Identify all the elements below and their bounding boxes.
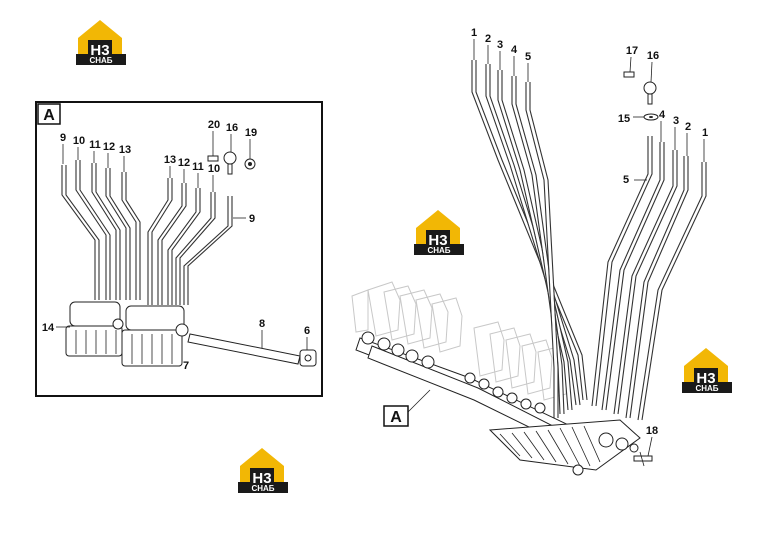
callout: 20	[208, 119, 220, 131]
view-label: A	[390, 409, 402, 426]
callout: 4	[659, 109, 666, 121]
callout: 3	[497, 39, 503, 51]
inset-rods-left	[61, 160, 141, 300]
callout: 17	[626, 45, 638, 57]
callout: 18	[646, 425, 658, 437]
ball-joint-parts	[207, 151, 256, 175]
callout: 16	[647, 50, 659, 62]
view-a-marker: A	[383, 389, 431, 427]
brand-logo: H3 СНАБ	[76, 20, 126, 65]
main-assembly: A 1 2 3 4 5 17 16 15 4 3 2 1	[351, 27, 708, 476]
logo-top-text: H3	[252, 470, 271, 487]
brand-logo: H3 СНАБ	[414, 210, 464, 255]
inset-rods-right	[147, 178, 233, 305]
callout: 11	[192, 161, 204, 173]
logo-bottom-text: СНАБ	[427, 246, 450, 255]
callout: 14	[42, 322, 55, 334]
lever-block-right	[121, 305, 189, 367]
callout: 10	[208, 163, 220, 175]
callout: 1	[702, 127, 708, 139]
callout: 2	[685, 121, 691, 133]
pin-part	[633, 451, 653, 467]
callout: 5	[525, 51, 531, 63]
callout: 10	[73, 135, 85, 147]
inset-callouts: 9 10 11 12 13 13 12 11 10 9 20 16 19	[42, 119, 310, 372]
callout: 13	[164, 154, 176, 166]
callout: 16	[226, 122, 238, 134]
inset-label: A	[43, 107, 55, 124]
callout: 3	[673, 115, 679, 127]
callout: 12	[178, 157, 190, 169]
brand-logo: H3 СНАБ	[682, 348, 732, 393]
rod-bundle-right	[591, 136, 707, 421]
callout: 2	[485, 33, 491, 45]
main-callouts: 1 2 3 4 5 17 16 15 4 3 2 1 5 1	[471, 27, 708, 457]
callout: 12	[103, 141, 115, 153]
callout: 13	[119, 144, 131, 156]
callout: 11	[89, 139, 101, 151]
logo-top-text: H3	[90, 42, 109, 59]
logo-top-text: H3	[428, 232, 447, 249]
callout: 15	[618, 113, 630, 125]
logo-bottom-text: СНАБ	[251, 484, 274, 493]
callout: 7	[183, 360, 189, 372]
brand-logo: H3 СНАБ	[238, 448, 288, 493]
logo-bottom-text: СНАБ	[89, 56, 112, 65]
shaft-part	[187, 333, 317, 367]
lever-block-left	[65, 301, 124, 357]
callout: 1	[471, 27, 477, 39]
lever-comb	[488, 419, 641, 476]
callout: 9	[249, 213, 255, 225]
logo-bottom-text: СНАБ	[695, 384, 718, 393]
callout: 9	[60, 132, 66, 144]
inset-detail-a: A	[35, 101, 323, 397]
callout: 4	[511, 44, 518, 56]
callout: 5	[623, 174, 629, 186]
ball-joint-main	[623, 71, 659, 121]
callout: 6	[304, 325, 310, 337]
callout: 8	[259, 318, 265, 330]
callout: 19	[245, 127, 257, 139]
rod-bundle-left	[471, 60, 588, 418]
logo-top-text: H3	[696, 370, 715, 387]
